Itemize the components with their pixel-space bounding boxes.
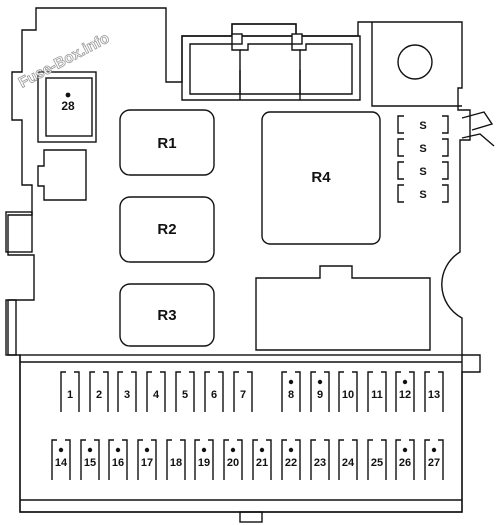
fuse-4: 4 — [146, 371, 166, 412]
fuse-17: 17 — [137, 439, 157, 480]
fuse-21: 21 — [252, 439, 272, 480]
spare-fuse-label: S — [419, 120, 426, 132]
fuse-marker-dot — [402, 379, 408, 385]
fuse-5: 5 — [175, 371, 195, 412]
fuse-marker-dot — [402, 447, 408, 453]
fuse-5-label: 5 — [182, 389, 188, 401]
watermark: Fuse-Box.info — [16, 30, 112, 92]
relay-r3-label: R3 — [157, 307, 176, 324]
fuse-marker-dot — [317, 379, 323, 385]
fuse-marker-dot — [259, 447, 265, 453]
fuse-11: 11 — [367, 371, 387, 412]
fuse-4-label: 4 — [153, 389, 160, 401]
fuse-19: 19 — [194, 439, 214, 480]
spare-fuses: S S S S — [397, 115, 449, 203]
fuse-20: 20 — [223, 439, 243, 480]
base-strip — [20, 499, 462, 523]
fuse-18-label: 18 — [170, 457, 182, 469]
side-clip — [461, 111, 495, 147]
spare-fuse-4: S — [397, 184, 449, 203]
relay-r3: R3 — [119, 283, 215, 347]
fuse-23-label: 23 — [314, 457, 326, 469]
fuse-marker-dot — [115, 447, 121, 453]
round-connector — [371, 22, 462, 107]
fuse-2-label: 2 — [96, 389, 102, 401]
relay-r4-label: R4 — [311, 169, 331, 186]
spare-fuse-2: S — [397, 138, 449, 157]
fuse-24-label: 24 — [342, 457, 355, 469]
fuse-15: 15 — [80, 439, 100, 480]
spare-fuse-3: S — [397, 161, 449, 180]
housing-outline — [7, 7, 481, 513]
fuse-17-label: 17 — [141, 457, 153, 469]
fuse-7-label: 7 — [240, 389, 246, 401]
spare-fuse-1: S — [397, 115, 449, 134]
spare-fuse-label: S — [419, 143, 426, 155]
spare-fuse-label: S — [419, 166, 426, 178]
fuse-12: 12 — [395, 371, 415, 412]
fuse-27-label: 27 — [428, 457, 440, 469]
relay-r1: R1 — [119, 109, 215, 176]
fuse-marker-dot — [144, 447, 150, 453]
fuse-marker-dot — [288, 447, 294, 453]
fuse-22-label: 22 — [285, 457, 297, 469]
fuse-20-label: 20 — [227, 457, 239, 469]
fuse-21-label: 21 — [256, 457, 268, 469]
fuse-2: 2 — [89, 371, 109, 412]
fuse-24: 24 — [338, 439, 358, 480]
fuse-25: 25 — [367, 439, 387, 480]
fuse-19-label: 19 — [198, 457, 210, 469]
fuse-8-label: 8 — [288, 389, 294, 401]
fuse-26: 26 — [395, 439, 415, 480]
fuse-1: 1 — [60, 371, 80, 412]
fuse-10: 10 — [338, 371, 358, 412]
fuse-25-label: 25 — [371, 457, 383, 469]
fuse-11-label: 11 — [371, 389, 383, 401]
fuse-28-label: 28 — [61, 99, 75, 113]
relay-r2: R2 — [119, 196, 215, 263]
fuse-marker-dot — [201, 447, 207, 453]
fuse-6-label: 6 — [211, 389, 217, 401]
fuse-10-label: 10 — [342, 389, 354, 401]
fuse-9: 9 — [310, 371, 330, 412]
fuse-row-bottom: 14 15 16 17 18 19 20 21 22 23 24 25 26 27 — [51, 439, 444, 480]
fuse-13-label: 13 — [428, 389, 440, 401]
fuse-23: 23 — [310, 439, 330, 480]
fuse-14: 14 — [51, 439, 71, 480]
fuse-26-label: 26 — [399, 457, 411, 469]
top-connector-block — [181, 23, 361, 101]
fuse-18: 18 — [166, 439, 186, 480]
spare-fuse-label: S — [419, 189, 426, 201]
relay-r2-label: R2 — [157, 221, 176, 238]
fuse-22: 22 — [281, 439, 301, 480]
fuse-16: 16 — [108, 439, 128, 480]
fuse-7: 7 — [233, 371, 253, 412]
fuse-16-label: 16 — [112, 457, 124, 469]
left-tabs — [5, 211, 33, 356]
fuse-15-label: 15 — [84, 457, 96, 469]
fuse-27: 27 — [424, 439, 444, 480]
fuse-14-label: 14 — [55, 457, 68, 469]
fuse-28-area: 28 — [37, 71, 97, 143]
relay-r1-label: R1 — [157, 135, 176, 152]
fuse-1-label: 1 — [67, 389, 73, 401]
fuse-12-label: 12 — [399, 389, 411, 401]
relay-r4: R4 — [261, 111, 381, 245]
lower-connector — [255, 265, 431, 351]
fuse-13: 13 — [424, 371, 444, 412]
fuse-marker-dot — [230, 447, 236, 453]
fuse-3: 3 — [117, 371, 137, 412]
fuse-6: 6 — [204, 371, 224, 412]
small-plug — [37, 149, 87, 201]
fuse-marker-dot — [431, 447, 437, 453]
fuse-marker-dot — [87, 447, 93, 453]
fuse-marker-dot — [288, 379, 294, 385]
fuse-9-label: 9 — [317, 389, 323, 401]
fuse-marker-dot — [58, 447, 64, 453]
fuse-3-label: 3 — [124, 389, 130, 401]
fuse-8: 8 — [281, 371, 301, 412]
